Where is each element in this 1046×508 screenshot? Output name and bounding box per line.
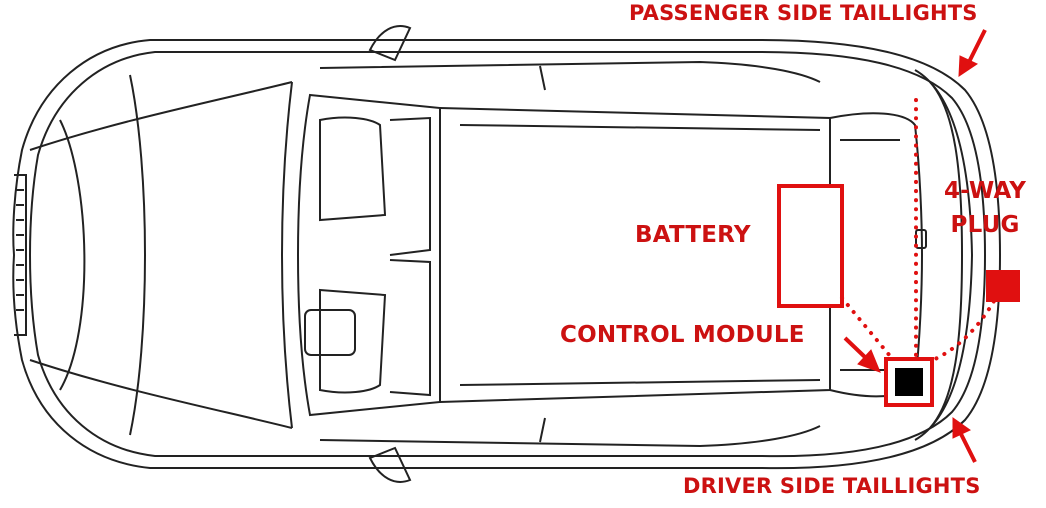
driver-arrow-head (952, 417, 971, 439)
four-way-plug-label: 4-WAY PLUG (944, 174, 1026, 242)
control-module-label: CONTROL MODULE (560, 322, 805, 348)
control-arrow-head (857, 349, 881, 373)
driver-taillights-label: DRIVER SIDE TAILLIGHTS (683, 474, 981, 498)
battery-label: BATTERY (635, 222, 751, 248)
wiring-paths (840, 98, 1002, 364)
four-way-plug-label-line1: 4-WAY (944, 178, 1027, 204)
four-way-plug-marker (986, 270, 1020, 302)
four-way-plug-label-line2: PLUG (950, 212, 1020, 238)
battery-box (777, 184, 844, 308)
control-module-box (895, 368, 923, 396)
passenger-taillights-label: PASSENGER SIDE TAILLIGHTS (629, 1, 978, 25)
car-outline (12, 25, 1002, 483)
passenger-arrow-head (958, 55, 979, 77)
pointer-arrows (843, 29, 987, 463)
